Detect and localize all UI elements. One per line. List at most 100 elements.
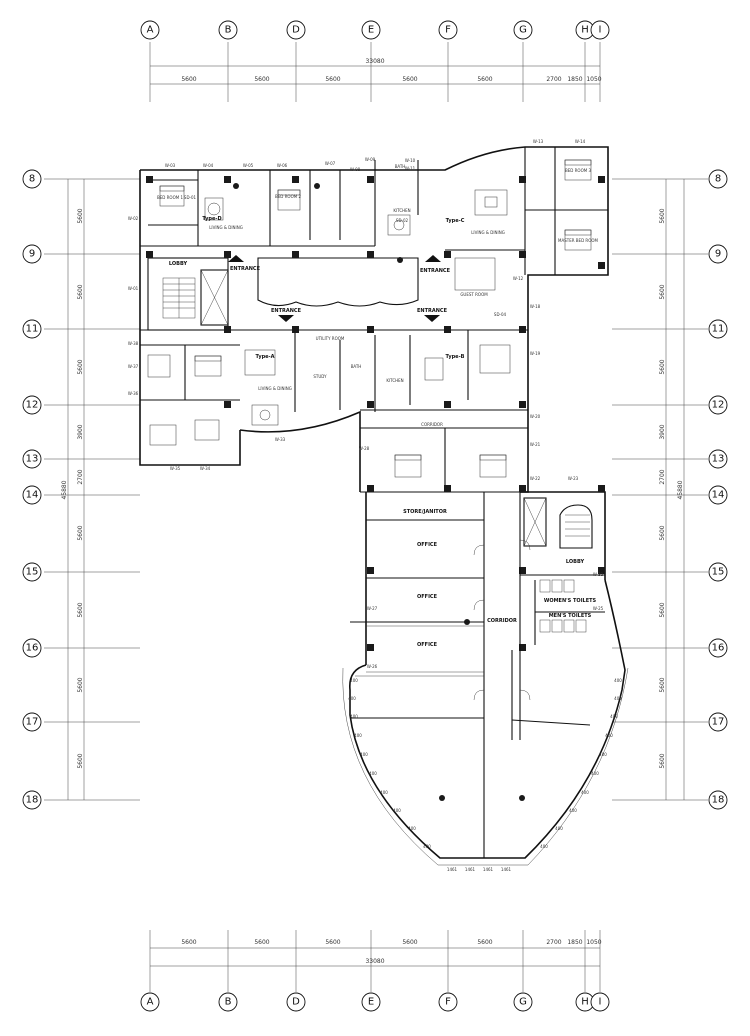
tag-w03: W-03 [165, 163, 176, 168]
room-labels: LOBBY ENTRANCE ENTRANCE ENTRANCE ENTRANC… [157, 164, 598, 648]
tag-w06: W-06 [277, 163, 288, 168]
facade-seg-r7: 400 [581, 790, 589, 795]
lower-wing [342, 492, 629, 866]
facade-seg-l10: 400 [423, 844, 431, 849]
svg-text:13: 13 [26, 454, 39, 465]
svg-text:9: 9 [29, 249, 35, 260]
grid-bubble-G: G [513, 20, 533, 40]
tag-w09: W-09 [365, 157, 376, 162]
svg-text:H: H [581, 997, 589, 1008]
svg-text:16: 16 [712, 643, 725, 654]
dim-top-4: 5600 [402, 76, 417, 83]
dim-bottom-7: 1850 [567, 939, 582, 946]
tag-w23: W-23 [568, 476, 579, 481]
label-living-dining-1: LIVING & DINING [209, 225, 243, 230]
svg-text:A: A [147, 25, 154, 36]
tag-sd02: SD-02 [396, 218, 409, 223]
grid-bubble-11-right: 11 [708, 319, 728, 339]
dim-right-1: 5600 [659, 208, 666, 223]
grid-bubble-15: 15 [22, 562, 42, 582]
grid-bubble-13-right: 13 [708, 449, 728, 469]
dim-left-8: 5600 [77, 677, 84, 692]
svg-text:I: I [599, 25, 602, 36]
grid-bubble-G-bottom: G [513, 992, 533, 1012]
svg-text:9: 9 [715, 249, 721, 260]
label-living-dining-3: LIVING & DINING [258, 386, 292, 391]
furniture [147, 159, 592, 478]
svg-text:11: 11 [712, 324, 725, 335]
grid-bubble-I-bottom: I [590, 992, 610, 1012]
dim-right-2: 5600 [659, 284, 666, 299]
dim-right-5: 2700 [659, 469, 666, 484]
grid-bubble-17: 17 [22, 712, 42, 732]
facade-seg-r5: 400 [599, 752, 607, 757]
svg-text:15: 15 [712, 567, 725, 578]
dim-top-3: 5600 [325, 76, 340, 83]
grid-bubble-B: B [218, 20, 238, 40]
tag-w38: W-38 [128, 341, 139, 346]
label-type-a: Type-A [256, 354, 275, 360]
svg-text:12: 12 [26, 400, 39, 411]
svg-text:D: D [292, 25, 300, 36]
tag-w05: W-05 [243, 163, 254, 168]
svg-text:13: 13 [712, 454, 725, 465]
facade-bottom-3: 1461 [483, 867, 494, 872]
dim-top-1: 5600 [181, 76, 196, 83]
grid-bubble-A: A [140, 20, 160, 40]
dim-right-9: 5600 [659, 753, 666, 768]
svg-text:11: 11 [26, 324, 39, 335]
grid-bubble-18-right: 18 [708, 790, 728, 810]
facade-labels: 400 400 400 400 400 400 400 400 400 400 … [348, 678, 622, 872]
tag-w22: W-22 [530, 476, 541, 481]
tag-w14: W-14 [575, 139, 586, 144]
grid-bubble-D-bottom: D [286, 992, 306, 1012]
facade-seg-l7: 400 [380, 790, 388, 795]
facade-seg-r2: 400 [614, 696, 622, 701]
dim-bottom-3: 5600 [325, 939, 340, 946]
label-store: STORE/JANITOR [403, 509, 447, 515]
grid-bubble-14-right: 14 [708, 485, 728, 505]
structural-columns [146, 176, 605, 801]
grid-bubble-B-bottom: B [218, 992, 238, 1012]
svg-text:G: G [519, 25, 527, 36]
svg-text:A: A [147, 997, 154, 1008]
tag-w35: W-35 [170, 466, 181, 471]
dim-bottom-4: 5600 [402, 939, 417, 946]
grid-bubble-14: 14 [22, 485, 42, 505]
dim-top-8: 1050 [586, 76, 601, 83]
facade-bottom-2: 1461 [465, 867, 476, 872]
dim-bottom-5: 5600 [477, 939, 492, 946]
svg-text:12: 12 [712, 400, 725, 411]
svg-text:18: 18 [26, 795, 39, 806]
svg-text:16: 16 [26, 643, 39, 654]
facade-seg-r4: 400 [605, 733, 613, 738]
facade-seg-l5: 400 [360, 752, 368, 757]
tag-w01: W-01 [128, 286, 139, 291]
facade-bottom-1: 1461 [447, 867, 458, 872]
facade-seg-l1: 400 [350, 678, 358, 683]
svg-text:G: G [519, 997, 527, 1008]
label-office-3: OFFICE [417, 642, 438, 648]
tag-w12: W-12 [513, 276, 524, 281]
svg-text:8: 8 [29, 174, 35, 185]
label-living-dining-2: LIVING & DINING [471, 230, 505, 235]
dim-top-5: 5600 [477, 76, 492, 83]
grid-bubble-D: D [286, 20, 306, 40]
facade-seg-l6: 400 [369, 771, 377, 776]
svg-text:H: H [581, 25, 589, 36]
dim-left-6: 5600 [77, 525, 84, 540]
svg-text:14: 14 [26, 490, 39, 501]
tag-w20: W-20 [530, 414, 541, 419]
label-type-b: Type-B [446, 354, 465, 360]
dim-right-6: 5600 [659, 525, 666, 540]
svg-text:D: D [292, 997, 300, 1008]
tag-w19: W-19 [530, 351, 541, 356]
dim-right-8: 5600 [659, 677, 666, 692]
svg-text:F: F [445, 25, 451, 36]
facade-seg-r6: 400 [591, 771, 599, 776]
dim-bottom-6: 2700 [546, 939, 561, 946]
label-master-bed: MASTER BED ROOM [558, 238, 598, 243]
label-bed-room-3: BED ROOM 3 [565, 168, 591, 173]
label-lobby-bottom: LOBBY [566, 559, 585, 565]
